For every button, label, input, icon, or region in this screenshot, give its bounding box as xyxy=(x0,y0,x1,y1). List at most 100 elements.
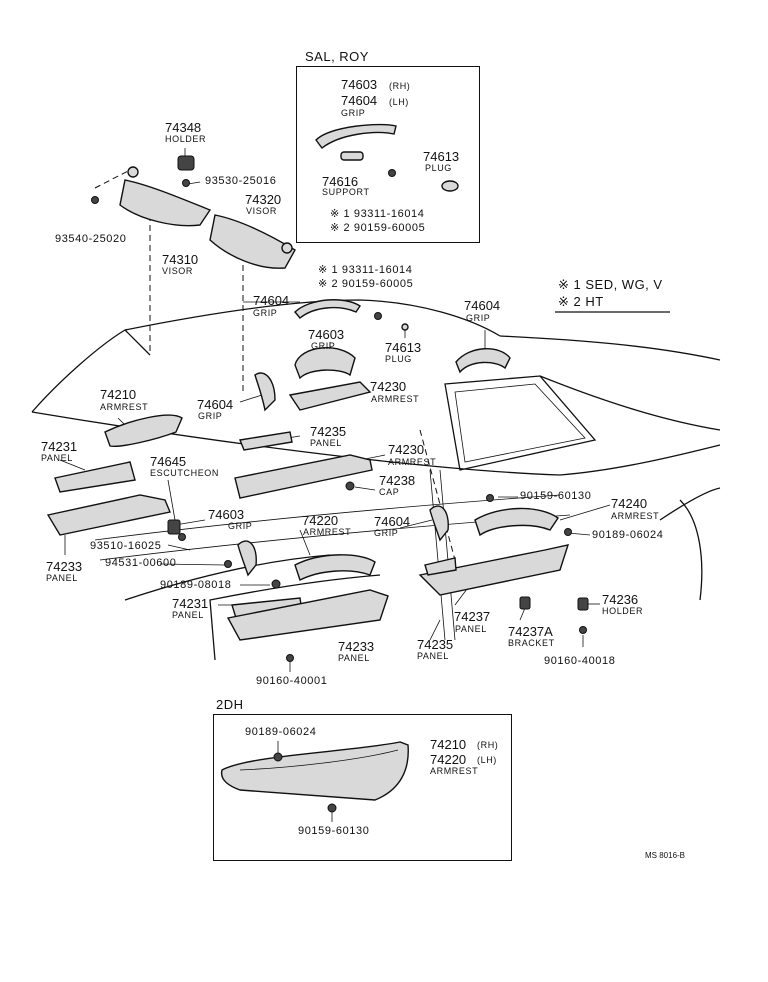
sal-roy-title: SAL, ROY xyxy=(305,49,369,64)
sal-roy-support-number: 74616 xyxy=(322,174,359,189)
grip-74604-right-number: 74604 xyxy=(464,298,501,313)
panel-74237-part xyxy=(418,544,570,596)
sal-roy-grip-rh-side: (RH) xyxy=(389,81,411,91)
armrest-74240-part xyxy=(474,507,559,537)
plug-74613-name: PLUG xyxy=(385,354,412,364)
escutcheon-74645-number: 74645 xyxy=(150,454,187,469)
2dh-box-parts xyxy=(220,741,409,822)
sal-roy-plug-name: PLUG xyxy=(425,163,452,173)
2dh-title: 2DH xyxy=(216,697,244,712)
screw-93510-part xyxy=(178,533,186,541)
2dh-armrest-lh-side: (LH) xyxy=(477,755,497,765)
sal-roy-plug-number: 74613 xyxy=(423,149,460,164)
holder-74348-name: HOLDER xyxy=(165,134,207,144)
grip-74604-right-part xyxy=(455,348,511,374)
sal-roy-grip-lh-number: 74604 xyxy=(341,93,378,108)
armrest-74230-a-name: ARMREST xyxy=(371,394,420,404)
visor-74320-name: VISOR xyxy=(246,206,278,216)
screw-90189-06024-part xyxy=(564,528,572,536)
armrest-74210-number: 74210 xyxy=(100,387,137,402)
grip-74603-top-number: 74603 xyxy=(308,327,345,342)
2dh-armrest-rh-number: 74210 xyxy=(430,737,467,752)
screw-90189-a-label: 90189-06024 xyxy=(592,529,664,541)
panel-74233-a-name: PANEL xyxy=(46,573,78,583)
armrest-74220-part xyxy=(294,554,376,581)
screw-90189-08018-part xyxy=(271,579,281,589)
screw-90189-b-label: 90189-08018 xyxy=(160,579,232,591)
bracket-74237a-name: BRACKET xyxy=(508,638,555,648)
visor-74310-number: 74310 xyxy=(162,252,199,267)
armrest-74220-number: 74220 xyxy=(302,513,339,528)
screw-93510-label: 93510-16025 xyxy=(90,540,162,552)
bolt-roof-part xyxy=(374,312,382,320)
screw-90160-40001-part xyxy=(286,654,294,662)
cap-74238-name: CAP xyxy=(379,487,400,497)
armrest-74220-name: ARMREST xyxy=(303,527,352,537)
armrest-74210-part xyxy=(104,414,183,448)
armrest-74230-roof-part xyxy=(288,381,372,411)
sun-visor-74310 xyxy=(119,166,212,227)
grip-74604-roof-part xyxy=(294,299,361,319)
holder-74348-number: 74348 xyxy=(165,120,202,135)
panel-74235-a-number: 74235 xyxy=(310,424,347,439)
escutcheon-74645-name: ESCUTCHEON xyxy=(150,468,220,478)
screw-93540-part xyxy=(91,196,99,204)
armrest-74230-b-number: 74230 xyxy=(388,442,425,457)
visor-74320-number: 74320 xyxy=(245,192,282,207)
sal-roy-bolt-1: ※ 1 93311-16014 xyxy=(330,208,425,220)
screw-94531-part xyxy=(224,560,232,568)
screw-93530-label: 93530-25016 xyxy=(205,175,277,187)
grip-74604-right-name: GRIP xyxy=(466,313,491,323)
2dh-armrest-lh-number: 74220 xyxy=(430,752,467,767)
cap-74238-part xyxy=(345,481,355,491)
bracket-74237a-part xyxy=(519,596,531,610)
legend-line-1: ※ 1 SED, WG, V xyxy=(558,277,663,292)
panel-74237-name: PANEL xyxy=(455,624,487,634)
grip-74604-pillar-part xyxy=(254,372,276,412)
screw-93530-part xyxy=(182,179,190,187)
screw-90160-a-label: 90160-40018 xyxy=(544,655,616,667)
screw-90160-b-label: 90160-40001 xyxy=(256,675,328,687)
holder-74348-part xyxy=(177,155,195,171)
armrest-74230-b-name: ARMREST xyxy=(388,457,437,467)
panel-74233-a-number: 74233 xyxy=(46,559,83,574)
panel-74235-b-number: 74235 xyxy=(417,637,454,652)
panel-74233-b-name: PANEL xyxy=(338,653,370,663)
sal-roy-bolt-2: ※ 2 90159-60005 xyxy=(330,222,426,234)
panel-74233-lower-part xyxy=(226,589,389,641)
screw-90159-60130-part xyxy=(486,494,494,502)
cap-74238-number: 74238 xyxy=(379,473,416,488)
armrest-74240-name: ARMREST xyxy=(611,511,660,521)
bracket-74237a-number: 74237A xyxy=(508,624,553,639)
grip-74603-mid-name: GRIP xyxy=(228,521,253,531)
diagram-code: MS 8016-B xyxy=(645,851,686,860)
armrest-74230-door-part xyxy=(234,454,373,499)
2dh-screw-90189-label: 90189-06024 xyxy=(245,726,317,738)
plug-74613-part xyxy=(401,323,409,331)
escutcheon-74645-part xyxy=(167,519,181,535)
sal-roy-inset-box xyxy=(296,66,480,243)
panel-74233-upper-part xyxy=(46,494,171,536)
sun-visor-74320 xyxy=(209,214,296,269)
panel-74231-upper-part xyxy=(54,461,136,493)
panel-74231-b-name: PANEL xyxy=(172,610,204,620)
grip-74603-roof-part xyxy=(294,347,356,380)
holder-74236-part xyxy=(577,597,589,611)
grip-74604-b-name: GRIP xyxy=(198,411,223,421)
panel-74237-number: 74237 xyxy=(454,609,491,624)
legend-line-2: ※ 2 HT xyxy=(558,294,604,309)
panel-74231-b-number: 74231 xyxy=(172,596,209,611)
armrest-74210-name: ARMREST xyxy=(100,402,149,412)
panel-74231-a-name: PANEL xyxy=(41,453,73,463)
screw-90160-40018-part xyxy=(579,626,587,634)
panel-74233-b-number: 74233 xyxy=(338,639,375,654)
holder-74236-number: 74236 xyxy=(602,592,639,607)
sal-roy-grip-name: GRIP xyxy=(341,108,366,118)
armrest-74240-number: 74240 xyxy=(611,496,648,511)
grip-74604-a-number: 74604 xyxy=(253,293,290,308)
visor-74310-name: VISOR xyxy=(162,266,194,276)
grip-74604-b-number: 74604 xyxy=(197,397,234,412)
2dh-armrest-rh-side: (RH) xyxy=(477,740,499,750)
grip-74604-c-number: 74604 xyxy=(374,514,411,529)
